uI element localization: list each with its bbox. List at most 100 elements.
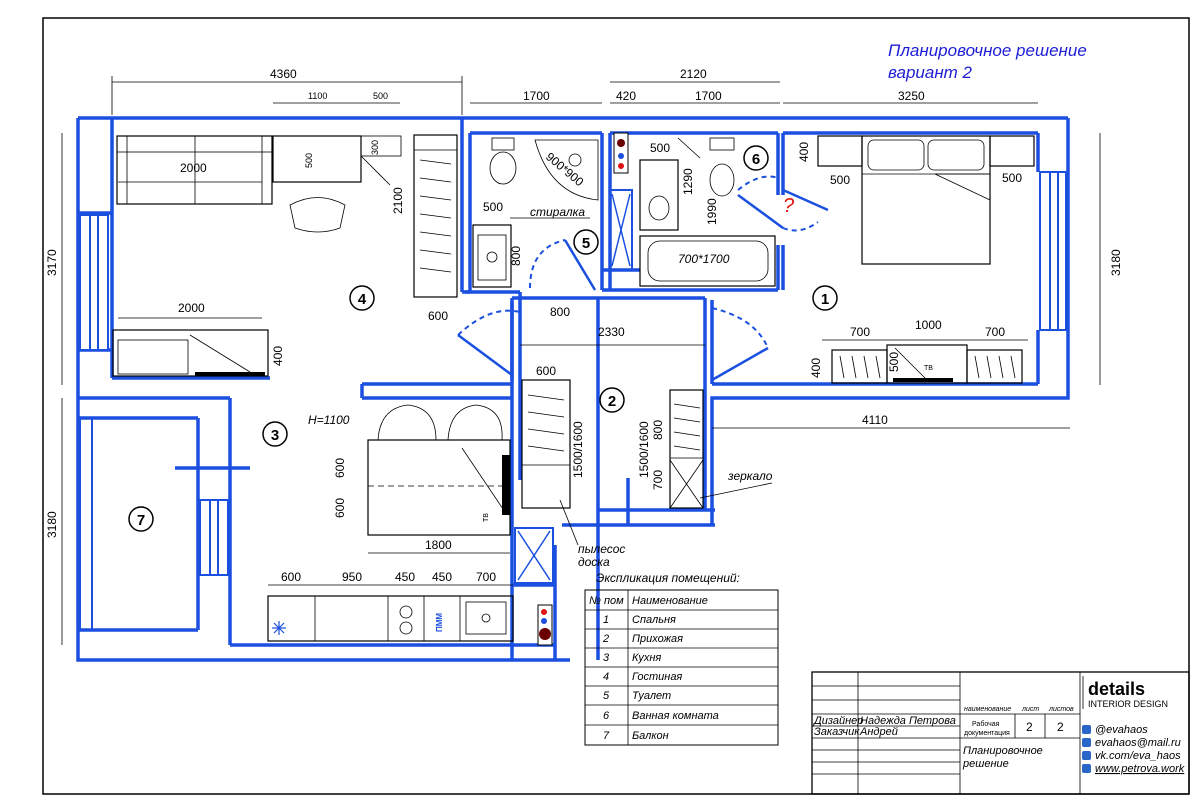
wardrobe-hangers	[419, 159, 452, 273]
dim-420: 420	[616, 89, 636, 103]
stamp-client: Андрей	[859, 726, 898, 738]
dim-island-1800: 1800	[425, 538, 452, 552]
label-tv-bedroom: ТВ	[924, 365, 933, 372]
explication-row-name: Гостиная	[632, 671, 682, 683]
explication-row-name: Прихожая	[632, 633, 683, 645]
explication-table: Экспликация помещений: № пом Наименовани…	[584, 571, 779, 746]
room-markers: 1 2 3 4 5 6 7	[128, 145, 838, 532]
stamp-col-sheets: листов	[1048, 706, 1074, 713]
dim-desk-300: 300	[370, 140, 380, 155]
dim-hall-700: 700	[651, 470, 665, 490]
explication-row-num: 3	[603, 652, 610, 664]
dim-bath-500: 500	[650, 141, 670, 155]
question-mark: ?	[783, 195, 795, 217]
hall-furniture	[514, 379, 704, 584]
dim-1700b: 1700	[695, 89, 722, 103]
stamp-col-name: наименование	[964, 706, 1011, 713]
dim-500: 500	[373, 91, 388, 101]
dim-br-500: 500	[887, 352, 901, 372]
explication-row-name: Спальня	[632, 614, 676, 626]
dim-1100: 1100	[308, 91, 327, 101]
stamp-sheet: 2	[1026, 720, 1033, 734]
title-block: наименование лист листов Рабочая докумен…	[811, 671, 1190, 795]
explication-row-num: 4	[603, 671, 609, 683]
dim-island-600b: 600	[333, 498, 347, 518]
brand-sub: INTERIOR DESIGN	[1088, 699, 1168, 709]
explication-row-name: Балкон	[632, 730, 669, 742]
dim-br-700a: 700	[850, 325, 870, 339]
stamp-sheets: 2	[1057, 720, 1064, 734]
dim-hall-2330: 2330	[598, 325, 625, 339]
stamp-plan-line1: Планировочное	[963, 745, 1043, 757]
stamp-client-label: Заказчик	[814, 726, 860, 738]
stamp-designer-label: Дизайнер	[812, 715, 863, 727]
stamp-col-sheet: лист	[1021, 706, 1039, 713]
walls	[76, 116, 1070, 662]
dim-kit-450a: 450	[395, 570, 415, 584]
dimension-labels: 4360 1100 500 1700 2120 420 1700 3250 20…	[45, 67, 1123, 584]
room-5: 5	[582, 235, 590, 252]
explication-row-name: Кухня	[632, 652, 661, 664]
contact-website: www.petrova.work	[1095, 763, 1185, 775]
stamp-doc-line1: Рабочая	[972, 720, 1000, 728]
room-2: 2	[608, 393, 616, 410]
plan-title-line1: Планировочное решение	[888, 41, 1087, 60]
explication-row-name: Ванная комната	[632, 710, 719, 722]
label-tv-kitchen: ТВ	[483, 513, 490, 522]
dim-wc-800: 800	[509, 246, 523, 266]
dim-right-4110: 4110	[862, 413, 888, 427]
explication-row-num: 7	[603, 730, 610, 742]
bathroom-fixtures	[472, 132, 776, 288]
dim-door-800: 800	[550, 305, 570, 319]
kitchen-furniture	[267, 404, 553, 646]
contact-email: evahaos@mail.ru	[1095, 737, 1181, 749]
dim-tv-400: 400	[271, 346, 285, 366]
dim-bath-1290: 1290	[681, 168, 695, 195]
dim-3250: 3250	[898, 89, 925, 103]
dim-bath-1990: 1990	[705, 198, 719, 225]
dim-island-height: H=1100	[308, 413, 350, 427]
room-3: 3	[271, 427, 279, 444]
dim-bed-500a: 500	[830, 173, 850, 187]
dim-desk-500: 500	[304, 153, 314, 168]
dim-wc-corner: 900*900	[543, 150, 587, 190]
brand-logo: details	[1088, 679, 1145, 699]
explication-caption: Экспликация помещений:	[596, 571, 740, 585]
dim-br-1000: 1000	[915, 318, 942, 332]
dim-wardrobe-600: 600	[428, 309, 448, 323]
dim-bed-400: 400	[797, 142, 811, 162]
dim-wardrobe-2100: 2100	[391, 187, 405, 214]
dim-right-3180: 3180	[1109, 249, 1123, 276]
dimension-lines	[61, 76, 1101, 645]
mail-icon	[1082, 738, 1091, 747]
explication-row-num: 2	[602, 633, 609, 645]
room-6: 6	[752, 151, 760, 168]
room-7: 7	[137, 512, 145, 529]
label-board: доска	[578, 555, 610, 569]
room-4: 4	[358, 291, 367, 308]
dim-hall-1500-1600b: 1500/1600	[637, 421, 651, 478]
contact-telegram: @evahaos	[1095, 724, 1148, 736]
dim-2120: 2120	[680, 67, 707, 81]
dim-kit-600: 600	[281, 570, 301, 584]
explication-row-num: 1	[603, 614, 609, 626]
telegram-icon	[1082, 725, 1091, 734]
dim-bath-size: 700*1700	[678, 252, 730, 266]
doors	[457, 175, 829, 382]
stamp-plan-line2: решение	[962, 758, 1009, 770]
dim-island-600a: 600	[333, 458, 347, 478]
plan-title-line2: вариант 2	[888, 63, 973, 82]
explication-row-num: 5	[603, 690, 610, 702]
label-vacuum: пылесос	[578, 542, 625, 556]
dim-left-3180: 3180	[45, 511, 59, 538]
vk-icon	[1082, 751, 1091, 760]
explication-row-num: 6	[603, 710, 610, 722]
dim-kit-450b: 450	[432, 570, 452, 584]
dim-tv-2000: 2000	[178, 301, 205, 315]
dim-1700a: 1700	[523, 89, 550, 103]
living-furniture	[112, 134, 458, 377]
dim-hall-600: 600	[536, 364, 556, 378]
bedroom-wardrobe-hangers	[839, 355, 1016, 379]
explication-row-name: Туалет	[632, 690, 671, 702]
label-washer: стиралка	[530, 205, 585, 219]
